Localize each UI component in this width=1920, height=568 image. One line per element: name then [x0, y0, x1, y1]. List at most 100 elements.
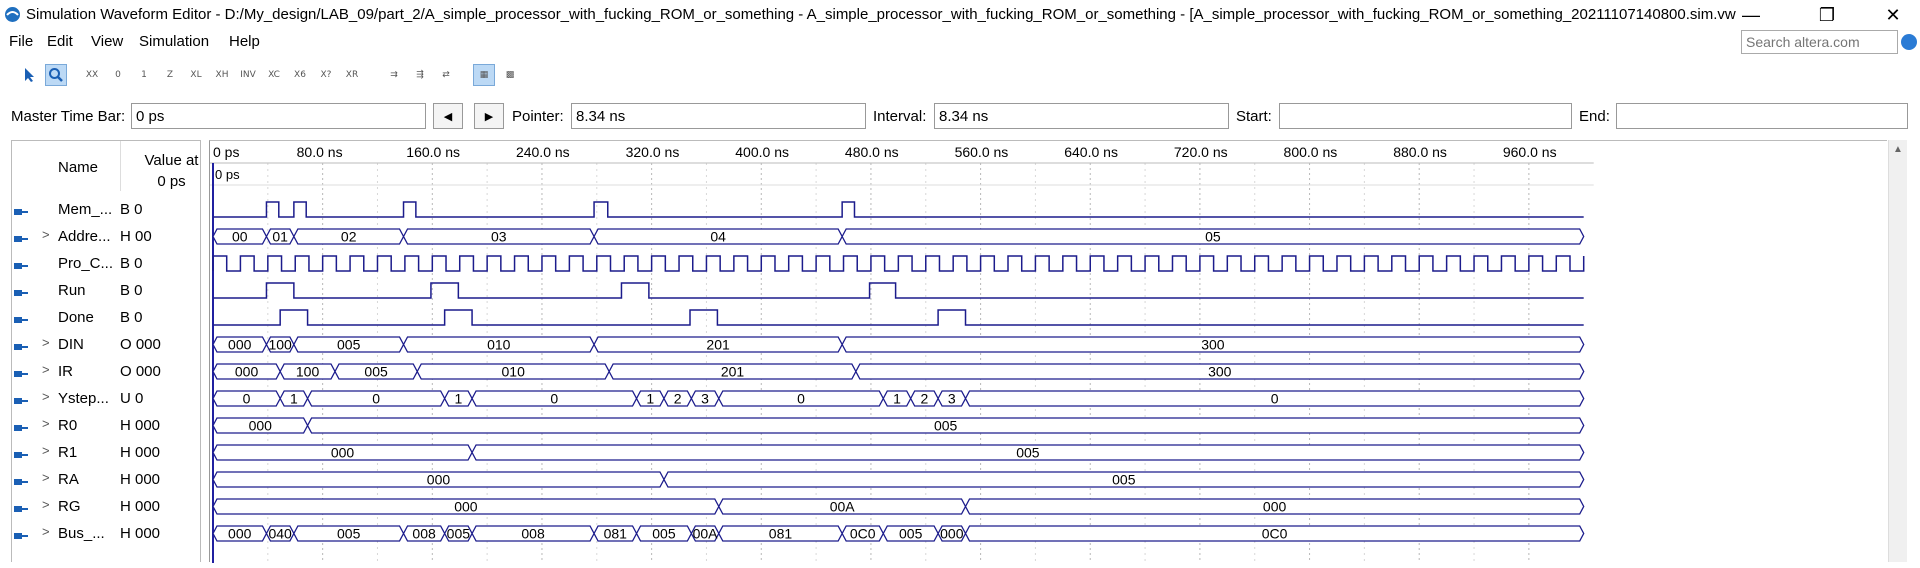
signal-value: H 000	[120, 417, 161, 434]
signal-name: R1	[58, 444, 78, 461]
title-bar: Simulation Waveform Editor - D:/My_desig…	[0, 0, 1920, 30]
force-high-impedance-icon[interactable]: Z	[166, 70, 174, 80]
interval-field[interactable]: 8.34 ns	[934, 103, 1229, 129]
force-weak-low-icon[interactable]: XL	[190, 70, 202, 80]
grid-size-icon[interactable]: ▩	[505, 70, 515, 80]
zoom-tool-icon[interactable]	[45, 64, 67, 86]
bus-value-label: 081	[604, 526, 628, 542]
bus-segment	[964, 525, 1585, 542]
signal-row[interactable]: >Bus_...H 000	[11, 520, 201, 547]
arbitrary-value-icon[interactable]: XR	[345, 70, 359, 80]
signal-row[interactable]: > RA H 000	[11, 466, 201, 493]
expand-chevron-icon[interactable]: >	[42, 443, 50, 458]
output-pin-icon	[14, 533, 28, 539]
signal-value: H 000	[120, 525, 161, 542]
menu-help[interactable]: Help	[229, 33, 260, 50]
bus-value-label: 000	[454, 499, 478, 515]
output-pin-icon	[14, 479, 28, 485]
master-time-bar-label: Master Time Bar:	[11, 108, 126, 125]
menu-file[interactable]: File	[9, 33, 34, 50]
output-pin-icon	[14, 317, 28, 323]
pointer-field[interactable]: 8.34 ns	[571, 103, 866, 129]
expand-chevron-icon[interactable]: >	[42, 416, 50, 431]
signal-row[interactable]: >Ystep...U 0	[11, 385, 201, 412]
start-field[interactable]	[1279, 103, 1572, 129]
expand-chevron-icon[interactable]: >	[42, 497, 50, 512]
bus-value-label: 2	[920, 391, 928, 407]
prev-transition-button[interactable]: ◀	[433, 103, 463, 129]
time-tick-label: 800.0 ns	[1284, 144, 1338, 160]
signal-value: H 000	[120, 471, 161, 488]
expand-chevron-icon[interactable]: >	[42, 470, 50, 485]
signal-name: RA	[58, 471, 79, 488]
bus-value-label: 000	[331, 445, 355, 461]
signal-name: Pro_C...	[58, 255, 114, 272]
signal-row[interactable]: >Addre...H 00	[11, 223, 201, 250]
reverse-group-icon[interactable]: ⇄	[442, 70, 450, 80]
bus-value-label: 2	[674, 391, 682, 407]
value-column-header[interactable]: Value at 0 ps	[134, 150, 209, 192]
menu-edit[interactable]: Edit	[47, 33, 73, 50]
bus-value-label: 201	[706, 337, 730, 353]
bus-value-label: 005	[337, 337, 361, 353]
force-unknown-icon[interactable]: XX	[85, 70, 99, 80]
signal-value: O 000	[120, 363, 161, 380]
force-high-icon[interactable]: 1	[141, 70, 147, 80]
vertical-scrollbar[interactable]: ▲	[1888, 140, 1907, 562]
close-button[interactable]: ✕	[1885, 4, 1901, 25]
expand-chevron-icon[interactable]: >	[42, 362, 50, 377]
menu-view[interactable]: View	[91, 33, 124, 50]
signal-list-panel: Name Value at 0 ps	[11, 140, 201, 562]
input-pin-icon	[14, 290, 28, 296]
next-transition-button[interactable]: ▶	[474, 103, 504, 129]
bus-value-label: 03	[491, 229, 507, 245]
random-values-icon[interactable]: X?	[320, 70, 332, 80]
bus-value-label: 0C0	[1262, 526, 1288, 542]
invert-icon[interactable]: INV	[240, 70, 256, 80]
menu-simulation[interactable]: Simulation	[139, 33, 210, 50]
time-tick-label: 240.0 ns	[516, 144, 570, 160]
bus-value-label: 3	[948, 391, 956, 407]
bus-segment	[964, 390, 1585, 407]
ungroup-icon[interactable]: ⇶	[416, 70, 424, 80]
bus-value-label: 005	[337, 526, 361, 542]
overwrite-clock-icon[interactable]: X6	[294, 70, 306, 80]
signal-value: U 0	[120, 390, 144, 407]
group-icon[interactable]: ⇉	[390, 70, 398, 80]
force-low-icon[interactable]: 0	[115, 70, 121, 80]
bus-value-label: 201	[721, 364, 745, 380]
time-tick-label: 640.0 ns	[1064, 144, 1118, 160]
selection-tool-icon[interactable]	[19, 64, 41, 86]
force-weak-high-icon[interactable]: XH	[215, 70, 229, 80]
signal-value: B 0	[120, 201, 143, 218]
count-value-icon[interactable]: XC	[268, 70, 280, 80]
end-field[interactable]	[1616, 103, 1908, 129]
snap-to-grid-icon[interactable]: ▦	[473, 64, 495, 86]
signal-row[interactable]: Pro_C...B 0	[11, 250, 201, 277]
time-tick-label: 880.0 ns	[1393, 144, 1447, 160]
expand-chevron-icon[interactable]: >	[42, 389, 50, 404]
minimize-button[interactable]: —	[1742, 4, 1760, 25]
bus-value-label: 000	[249, 418, 273, 434]
restore-button[interactable]: ❐	[1818, 4, 1836, 25]
master-time-bar-field[interactable]: 0 ps	[131, 103, 426, 129]
name-column-header[interactable]: Name	[58, 159, 99, 176]
expand-chevron-icon[interactable]: >	[42, 227, 50, 242]
signal-row[interactable]: Mem_...B 0	[11, 196, 201, 223]
globe-icon[interactable]	[1901, 34, 1917, 50]
bus-value-label: 1	[454, 391, 462, 407]
expand-chevron-icon[interactable]: >	[42, 524, 50, 539]
output-pin-icon	[14, 371, 28, 377]
expand-chevron-icon[interactable]: >	[42, 335, 50, 350]
signal-value: B 0	[120, 282, 143, 299]
search-input[interactable]	[1741, 30, 1898, 54]
